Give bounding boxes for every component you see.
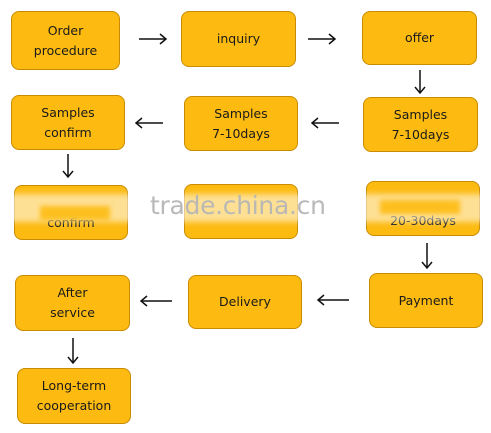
arrow-left-icon bbox=[139, 295, 172, 307]
order-procedure-box: Order procedure bbox=[11, 11, 120, 70]
inquiry-box: inquiry bbox=[181, 11, 296, 67]
arrow-down-icon bbox=[414, 70, 426, 95]
arrow-down-icon bbox=[421, 243, 433, 270]
samples-7-10days-box-middle: Samples 7-10days bbox=[184, 96, 298, 151]
arrow-down-icon bbox=[62, 154, 74, 179]
long-term-cooperation-box: Long-term cooperation bbox=[17, 368, 131, 424]
blur-patch-left bbox=[40, 206, 110, 220]
arrow-right-icon bbox=[139, 33, 168, 45]
offer-box: offer bbox=[362, 11, 477, 65]
arrow-left-icon bbox=[134, 117, 163, 129]
arrow-down-icon bbox=[67, 338, 79, 365]
delivery-box: Delivery bbox=[188, 275, 302, 329]
payment-box: Payment bbox=[369, 273, 483, 328]
arrow-left-icon bbox=[310, 117, 339, 129]
watermark: trade.china.cn bbox=[150, 191, 326, 220]
samples-confirm-box: Samples confirm bbox=[11, 95, 125, 150]
samples-7-10days-box-right: Samples 7-10days bbox=[363, 97, 478, 152]
arrow-right-icon bbox=[308, 33, 337, 45]
arrow-left-icon bbox=[316, 294, 349, 306]
blur-patch-right bbox=[380, 200, 460, 214]
after-service-box: After service bbox=[15, 275, 130, 331]
